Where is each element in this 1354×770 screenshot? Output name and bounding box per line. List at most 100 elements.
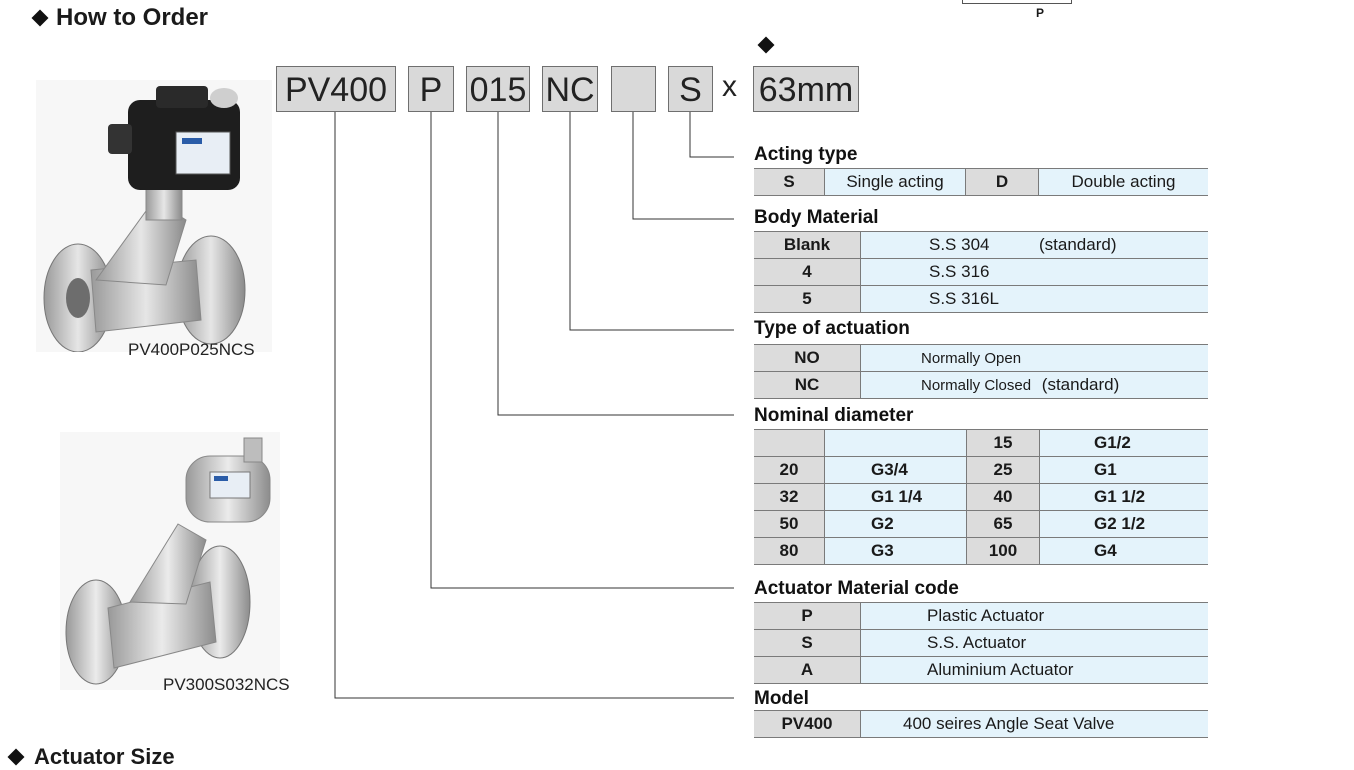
diameter-thread: G3 bbox=[824, 537, 967, 565]
order-box-actuation: NC bbox=[542, 66, 598, 112]
diameter-size: 20 bbox=[754, 456, 825, 484]
order-box-diameter: 015 bbox=[466, 66, 530, 112]
order-box-size: 63mm bbox=[753, 66, 859, 112]
table-row: 5 S.S 316L bbox=[754, 285, 1208, 313]
body-code: 4 bbox=[754, 258, 861, 286]
next-section-heading-text: Actuator Size bbox=[34, 744, 175, 769]
diameter-thread: G4 bbox=[1039, 537, 1208, 565]
table-actuator-material: P Plastic Actuator S S.S. Actuator A Alu… bbox=[754, 602, 1208, 684]
section-title-model: Model bbox=[754, 688, 809, 709]
table-model: PV400 400 seires Angle Seat Valve bbox=[754, 710, 1208, 738]
diameter-size: 100 bbox=[966, 537, 1040, 565]
table-row: NO Normally Open bbox=[754, 344, 1208, 372]
table-row: PV400 400 seires Angle Seat Valve bbox=[754, 710, 1208, 738]
diamond-bullet-icon bbox=[7, 748, 25, 766]
order-box-acting: S bbox=[668, 66, 713, 112]
diameter-size: 65 bbox=[966, 510, 1040, 538]
table-row: 20 G3/4 25 G1 bbox=[754, 456, 1208, 484]
diameter-thread: G1 1/4 bbox=[824, 483, 967, 511]
table-row: A Aluminium Actuator bbox=[754, 656, 1208, 684]
actuation-note: (standard) bbox=[1041, 375, 1120, 394]
next-section-heading: Actuator Size bbox=[7, 744, 175, 770]
section-title-actuation: Type of actuation bbox=[754, 318, 910, 339]
diameter-thread: G1 1/2 bbox=[1039, 483, 1208, 511]
table-row: S S.S. Actuator bbox=[754, 629, 1208, 657]
table-row: 50 G2 65 G2 1/2 bbox=[754, 510, 1208, 538]
connector-actuation bbox=[569, 112, 734, 331]
section-heading: How to Order bbox=[31, 4, 209, 32]
table-row: S Single acting D Double acting bbox=[754, 168, 1208, 196]
body-code: Blank bbox=[754, 231, 861, 259]
acting-value-s: Single acting bbox=[824, 168, 966, 196]
diameter-size: 32 bbox=[754, 483, 825, 511]
table-actuation: NO Normally Open NC Normally Closed (sta… bbox=[754, 344, 1208, 399]
diameter-thread: G3/4 bbox=[824, 456, 967, 484]
actuator-value: Aluminium Actuator bbox=[860, 656, 1208, 684]
body-note: (standard) bbox=[1039, 235, 1117, 254]
actuation-value-cell: Normally Closed (standard) bbox=[860, 371, 1208, 399]
actuation-code: NC bbox=[754, 371, 861, 399]
table-row: Blank S.S 304 (standard) bbox=[754, 231, 1208, 259]
model-code: PV400 bbox=[754, 710, 861, 738]
connector-actuator bbox=[430, 112, 734, 589]
top-fragment-label: P bbox=[1036, 6, 1045, 20]
table-row: 4 S.S 316 bbox=[754, 258, 1208, 286]
order-times-sign: x bbox=[722, 70, 737, 103]
section-title-body-material: Body Material bbox=[754, 207, 879, 228]
connector-model bbox=[334, 112, 734, 699]
actuation-value: Normally Open bbox=[921, 350, 1022, 367]
top-fragment-box bbox=[962, 0, 1072, 4]
product-caption-1: PV400P025NCS bbox=[128, 340, 255, 359]
table-nominal-diameter: 15 G1/2 20 G3/4 25 G1 32 G1 1/4 40 G1 1/… bbox=[754, 429, 1208, 565]
actuation-value: Normally Closed bbox=[921, 377, 1032, 394]
diameter-size: 15 bbox=[966, 429, 1040, 457]
section-title-nominal-diameter: Nominal diameter bbox=[754, 405, 914, 426]
actuator-code: A bbox=[754, 656, 861, 684]
actuator-code: P bbox=[754, 602, 861, 630]
table-row: 15 G1/2 bbox=[754, 429, 1208, 457]
actuation-value-cell: Normally Open bbox=[860, 344, 1208, 372]
acting-code-s: S bbox=[754, 168, 825, 196]
body-value-cell: S.S 316 bbox=[860, 258, 1208, 286]
body-value: S.S 316L bbox=[929, 289, 999, 308]
model-value: 400 seires Angle Seat Valve bbox=[860, 710, 1208, 738]
table-row: 80 G3 100 G4 bbox=[754, 537, 1208, 565]
body-code: 5 bbox=[754, 285, 861, 313]
diameter-thread: G2 bbox=[824, 510, 967, 538]
valve-image-plastic bbox=[36, 80, 272, 352]
body-value: S.S 304 bbox=[929, 235, 990, 254]
table-row: P Plastic Actuator bbox=[754, 602, 1208, 630]
table-row: NC Normally Closed (standard) bbox=[754, 371, 1208, 399]
order-box-actuator: P bbox=[408, 66, 454, 112]
connector-body bbox=[632, 112, 734, 220]
actuator-code: S bbox=[754, 629, 861, 657]
table-acting-type: S Single acting D Double acting bbox=[754, 168, 1208, 196]
diameter-size: 80 bbox=[754, 537, 825, 565]
diameter-thread bbox=[824, 429, 967, 457]
actuator-value: S.S. Actuator bbox=[860, 629, 1208, 657]
diameter-size bbox=[754, 429, 825, 457]
connector-acting bbox=[689, 112, 734, 158]
actuator-value: Plastic Actuator bbox=[860, 602, 1208, 630]
diameter-size: 25 bbox=[966, 456, 1040, 484]
acting-code-d: D bbox=[965, 168, 1039, 196]
order-box-body bbox=[611, 66, 656, 112]
table-row: 32 G1 1/4 40 G1 1/2 bbox=[754, 483, 1208, 511]
valve-image-stainless bbox=[60, 432, 280, 690]
section-title-actuator-material: Actuator Material code bbox=[754, 578, 959, 599]
diameter-thread: G1/2 bbox=[1039, 429, 1208, 457]
diameter-thread: G2 1/2 bbox=[1039, 510, 1208, 538]
table-body-material: Blank S.S 304 (standard) 4 S.S 316 5 S.S … bbox=[754, 231, 1208, 313]
body-value: S.S 316 bbox=[929, 262, 990, 281]
section-heading-text: How to Order bbox=[56, 4, 209, 31]
diameter-size: 50 bbox=[754, 510, 825, 538]
connector-diameter bbox=[497, 112, 734, 416]
body-value-cell: S.S 316L bbox=[860, 285, 1208, 313]
body-value-cell: S.S 304 (standard) bbox=[860, 231, 1208, 259]
diameter-size: 40 bbox=[966, 483, 1040, 511]
actuation-code: NO bbox=[754, 344, 861, 372]
section-title-acting-type: Acting type bbox=[754, 144, 858, 165]
acting-value-d: Double acting bbox=[1038, 168, 1208, 196]
product-caption-2: PV300S032NCS bbox=[163, 675, 290, 694]
